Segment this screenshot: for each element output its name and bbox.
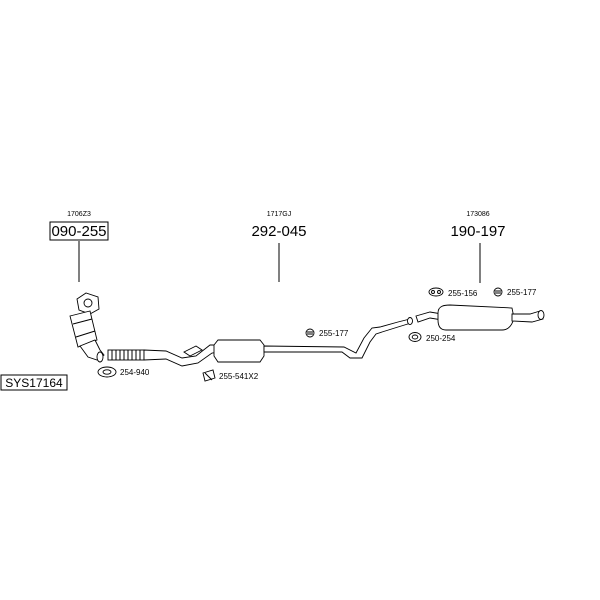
pipe-bracket bbox=[183, 345, 203, 357]
middle-part-number[interactable]: 292-045 bbox=[251, 223, 306, 240]
rubber-hanger-icon bbox=[493, 287, 503, 297]
middle-outlet-end bbox=[407, 317, 413, 325]
system-code: SYS17164 bbox=[0, 374, 68, 391]
flex-pipe bbox=[107, 349, 145, 361]
accessory-label: 255-156 bbox=[448, 289, 478, 298]
accessory-gasket-250-254[interactable]: 250-254 bbox=[408, 332, 456, 344]
middle-pipe-silencer[interactable] bbox=[107, 317, 413, 367]
rear-small-code: 173086 bbox=[466, 211, 489, 218]
tailpipe-tip bbox=[537, 310, 545, 320]
accessory-label: 250-254 bbox=[426, 334, 456, 343]
front-pipe-catalyst[interactable] bbox=[69, 292, 105, 363]
accessory-hanger-255-156[interactable]: 255-156 bbox=[428, 287, 478, 298]
front-part-number[interactable]: 090-255 bbox=[51, 223, 106, 240]
accessory-clamp-255-541x2[interactable]: 255-541X2 bbox=[202, 369, 259, 382]
catalyst-outlet-flange bbox=[96, 351, 104, 363]
clamp-icon bbox=[202, 369, 216, 382]
rubber-hanger-icon bbox=[428, 287, 444, 297]
system-code-text: SYS17164 bbox=[5, 376, 63, 390]
rubber-hanger-icon bbox=[305, 328, 315, 338]
gasket-ring-icon bbox=[97, 366, 117, 378]
front-part-box bbox=[49, 221, 109, 241]
flange-hole bbox=[83, 298, 93, 308]
middle-silencer bbox=[213, 339, 265, 363]
catalyst-band bbox=[72, 318, 93, 325]
middle-to-rear-pipe bbox=[263, 318, 412, 359]
intermediate-pipe bbox=[143, 344, 223, 367]
middle-small-code: 1717GJ bbox=[267, 211, 292, 218]
callout-rear: 173086 190-197 bbox=[450, 211, 506, 283]
front-small-code: 1706Z3 bbox=[67, 211, 91, 218]
gasket-ring-icon bbox=[408, 332, 422, 342]
callout-front: 1706Z3 090-255 bbox=[49, 211, 109, 282]
callout-middle: 1717GJ 292-045 bbox=[251, 211, 307, 282]
flex-pipe-braid bbox=[111, 350, 141, 360]
rear-silencer-box bbox=[437, 304, 515, 331]
catalyst-body bbox=[69, 310, 98, 348]
accessory-label: 255-177 bbox=[319, 329, 349, 338]
accessory-label: 254-940 bbox=[120, 368, 150, 377]
rear-silencer[interactable] bbox=[415, 304, 545, 331]
system-code-box bbox=[0, 374, 68, 391]
accessory-hanger-255-177-rear[interactable]: 255-177 bbox=[493, 287, 537, 297]
rear-part-number[interactable]: 190-197 bbox=[450, 223, 505, 240]
accessory-label: 255-541X2 bbox=[219, 372, 259, 381]
accessory-label: 255-177 bbox=[507, 288, 537, 297]
accessory-hanger-255-177-mid[interactable]: 255-177 bbox=[305, 328, 349, 338]
catalyst-band bbox=[75, 330, 96, 338]
accessory-gasket-254-940[interactable]: 254-940 bbox=[97, 366, 150, 378]
